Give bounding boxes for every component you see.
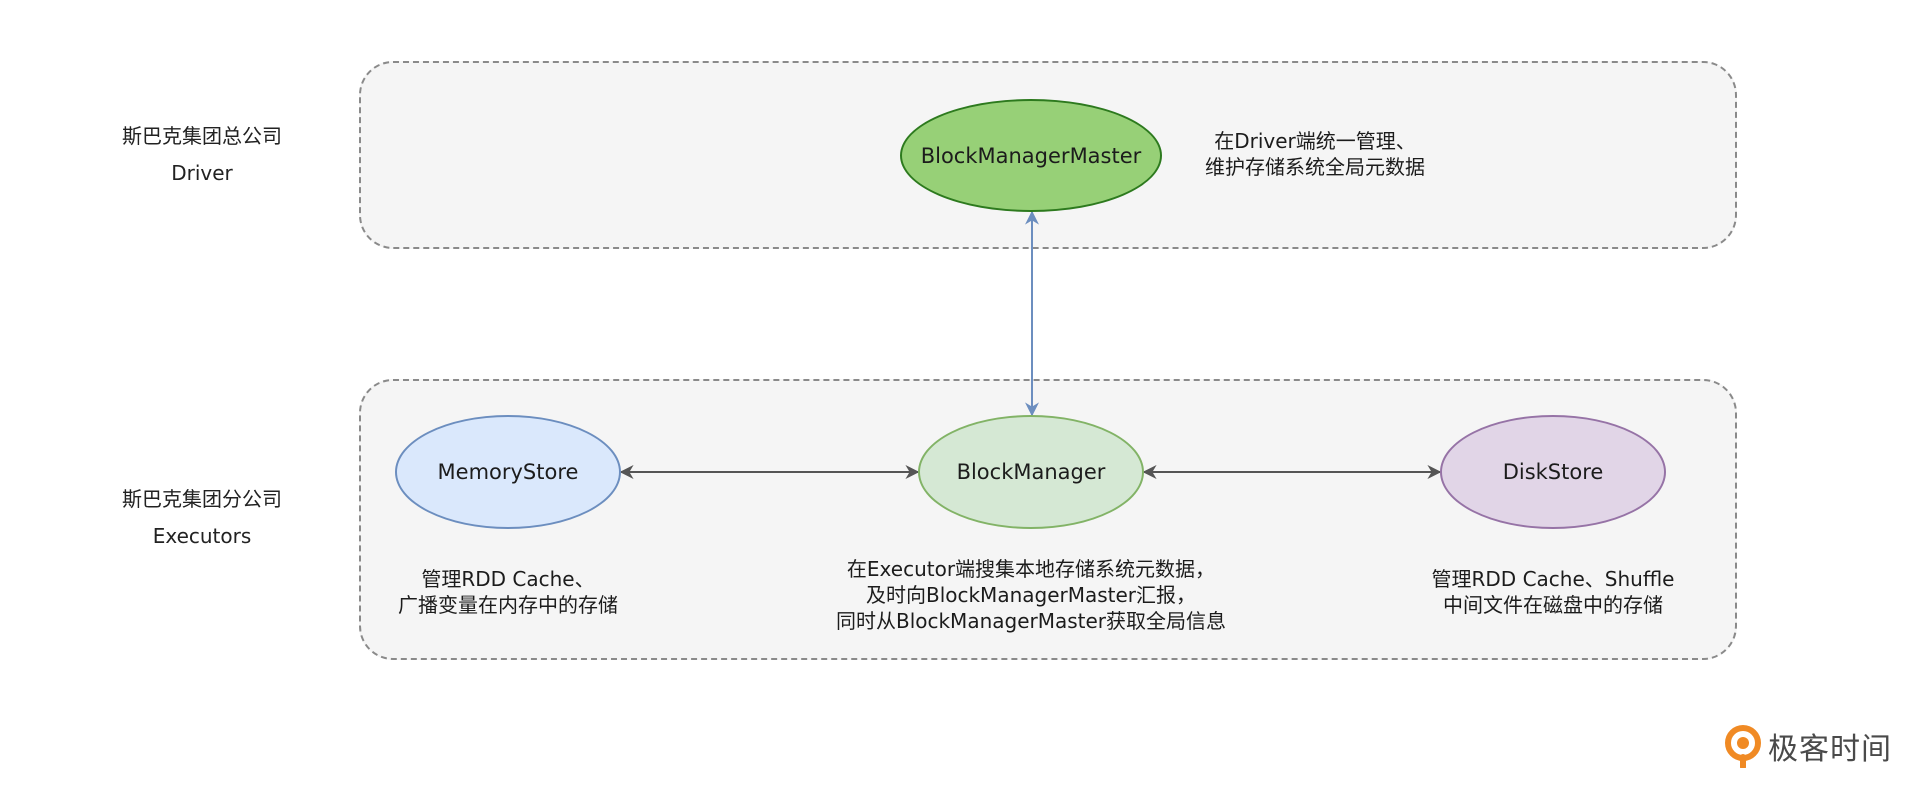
geektime-logo-text: 极客时间 [1768,732,1892,767]
block-manager-label: BlockManager [956,460,1106,484]
driver-note-line-2: 维护存储系统全局元数据 [1205,155,1425,179]
driver-label-cn: 斯巴克集团总公司 [122,124,282,148]
driver-label-en: Driver [171,161,233,185]
geektime-logo: 极客时间 [1722,723,1892,769]
memory-note-line-2: 广播变量在内存中的存储 [398,593,618,617]
block-manager-node[interactable]: BlockManager [918,415,1144,529]
driver-side-label: 斯巴克集团总公司 Driver [86,118,318,192]
memory-store-node[interactable]: MemoryStore [395,415,621,529]
disk-note-line-2: 中间文件在磁盘中的存储 [1443,593,1663,617]
geektime-logo-icon [1725,725,1761,768]
manager-note-line-3: 同时从BlockManagerMaster获取全局信息 [835,609,1227,633]
disk-note-line-1: 管理RDD Cache、Shuffle [1431,567,1675,591]
disk-store-note: 管理RDD Cache、Shuffle 中间文件在磁盘中的存储 [1400,566,1706,618]
driver-note: 在Driver端统一管理、 维护存储系统全局元数据 [1185,128,1445,180]
driver-note-line-1: 在Driver端统一管理、 [1214,129,1416,153]
executors-label-en: Executors [152,524,252,548]
disk-store-label: DiskStore [1502,460,1604,484]
manager-note-line-1: 在Executor端搜集本地存储系统元数据， [846,557,1216,581]
memory-store-label: MemoryStore [437,460,579,484]
memory-note-line-1: 管理RDD Cache、 [421,567,595,591]
block-manager-note: 在Executor端搜集本地存储系统元数据， 及时向BlockManagerMa… [800,556,1262,634]
executors-label-cn: 斯巴克集团分公司 [122,487,282,511]
block-manager-master-node[interactable]: BlockManagerMaster [900,99,1162,212]
memory-store-note: 管理RDD Cache、 广播变量在内存中的存储 [368,566,648,618]
block-manager-master-label: BlockManagerMaster [920,143,1142,168]
executors-side-label: 斯巴克集团分公司 Executors [86,481,318,555]
disk-store-node[interactable]: DiskStore [1440,415,1666,529]
manager-note-line-2: 及时向BlockManagerMaster汇报， [865,583,1197,607]
